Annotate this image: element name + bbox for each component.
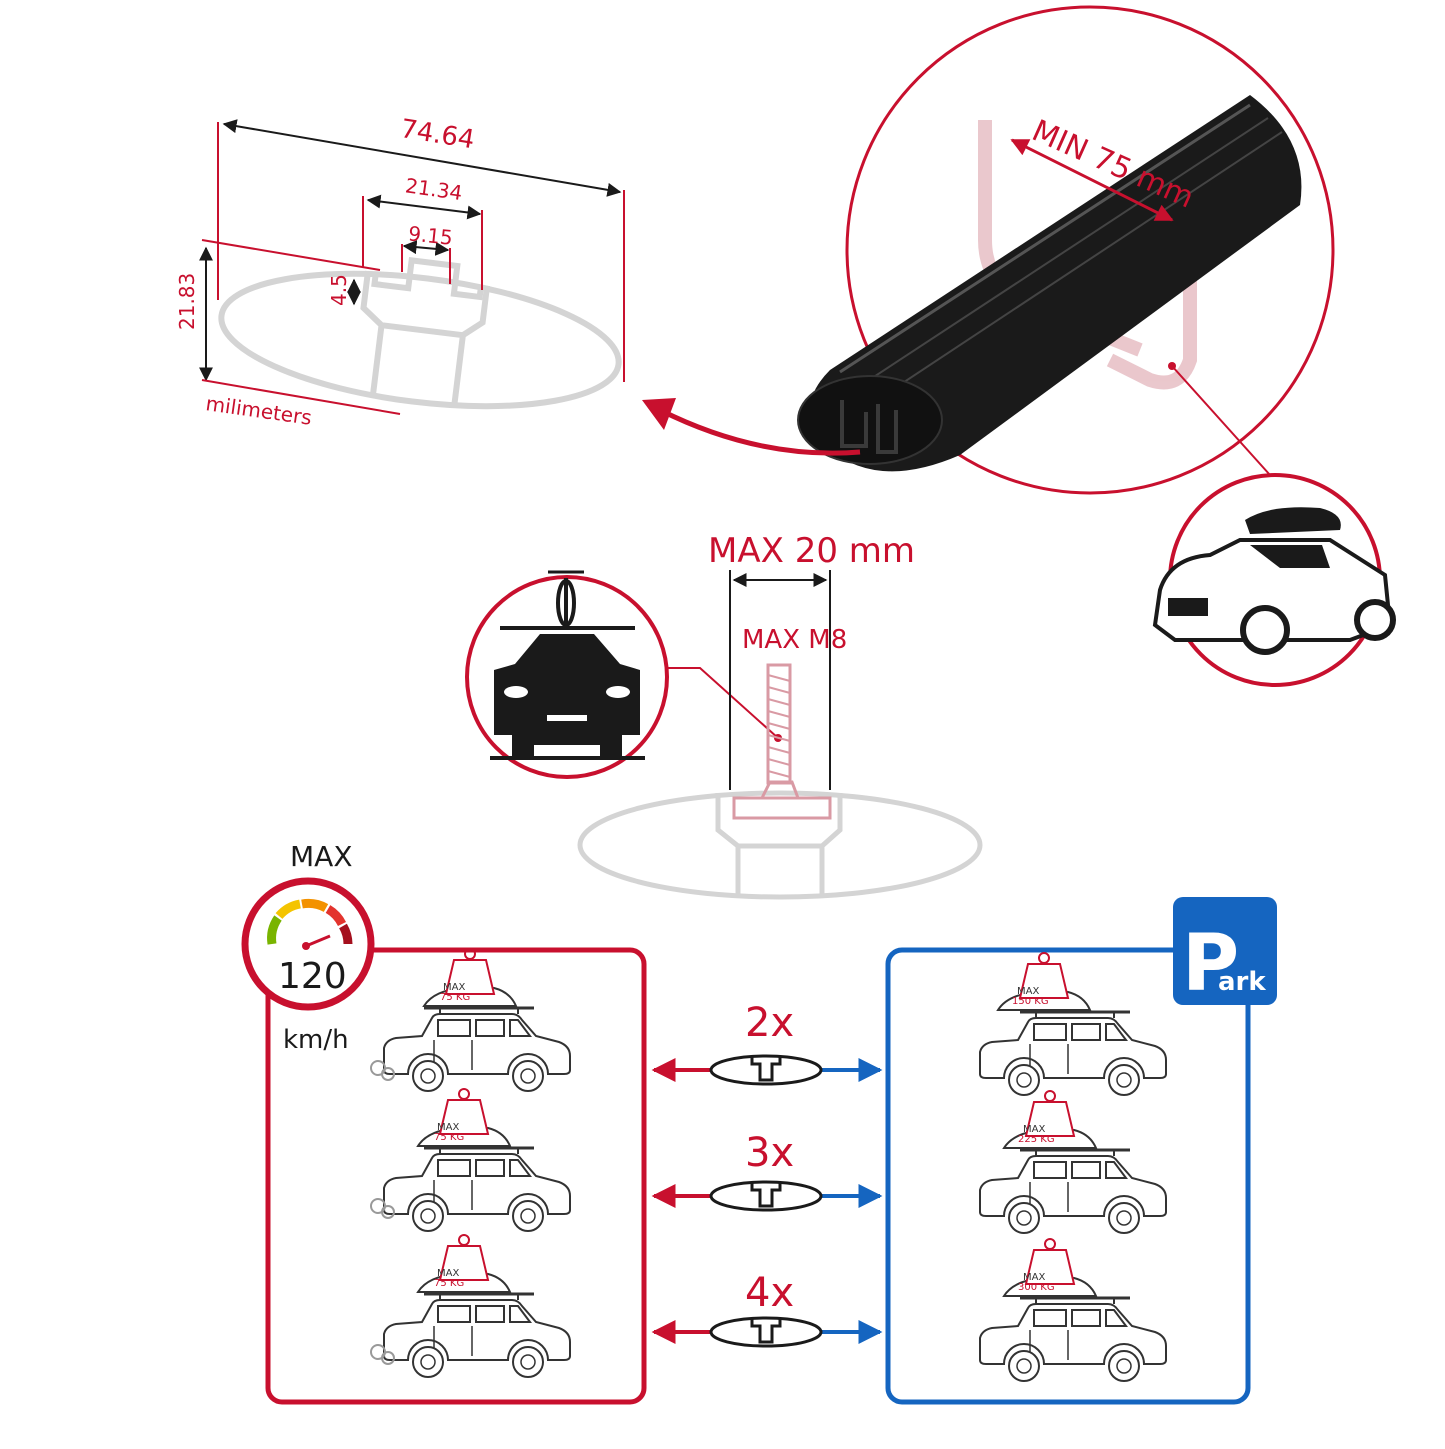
- driving-car-row-1: MAX 75 KG: [382, 948, 572, 1093]
- park-badge: P ark: [1173, 897, 1277, 1009]
- parked-car-row-2: MAX 225 KG: [978, 1090, 1168, 1235]
- profile-slot-outer-label: 21.34: [404, 173, 464, 205]
- profile-width-label: 74.64: [398, 114, 476, 155]
- speed-max-label: MAX: [290, 840, 353, 873]
- driving-car-row-3: MAX 75 KG: [382, 1234, 572, 1379]
- park-suffix: ark: [1218, 967, 1266, 997]
- park-letter: P: [1182, 919, 1239, 1009]
- roof-bar-illustration: [797, 95, 1302, 472]
- svg-text:MAX: MAX: [443, 982, 465, 993]
- driving-weight-3: 75 KG: [434, 1278, 464, 1289]
- bar-count-row-2: 3x: [651, 1130, 883, 1212]
- svg-text:MAX: MAX: [1023, 1272, 1045, 1283]
- driving-load-panel: [265, 947, 647, 1405]
- bike-carrier-circle: [465, 570, 669, 779]
- svg-text:MAX: MAX: [1017, 986, 1039, 997]
- suv-roof-box-circle: [1152, 473, 1396, 687]
- profile-slot-depth-label: 4.5: [327, 274, 351, 306]
- bar-count-2x: 2x: [745, 1000, 794, 1046]
- bolt-max-thread-label: MAX M8: [742, 625, 847, 655]
- bar-count-4x: 4x: [745, 1270, 794, 1316]
- driving-car-row-2: MAX 75 KG: [382, 1088, 572, 1233]
- parked-car-row-1: MAX 150 KG: [978, 952, 1168, 1097]
- bar-count-row-3: 4x: [651, 1270, 883, 1348]
- profile-pointer-arrow: [658, 407, 861, 456]
- profile-slot-inner-label: 9.15: [407, 221, 454, 250]
- speed-value: 120: [278, 956, 347, 997]
- bolt-max-width-label: MAX 20 mm: [708, 531, 915, 571]
- parked-weight-1: 150 KG: [1012, 996, 1049, 1007]
- bar-count-row-1: 2x: [651, 1000, 883, 1086]
- parked-car-row-3: MAX 300 KG: [978, 1238, 1168, 1383]
- svg-text:MAX: MAX: [1023, 1124, 1045, 1135]
- parked-weight-3: 300 KG: [1018, 1282, 1055, 1293]
- driving-weight-1: 75 KG: [440, 992, 470, 1003]
- profile-height-label: 21.83: [175, 273, 199, 330]
- svg-text:MAX: MAX: [437, 1268, 459, 1279]
- bar-count-3x: 3x: [745, 1130, 794, 1176]
- tbolt-drawing: MAX 20 mm MAX M8: [577, 531, 983, 900]
- parked-weight-2: 225 KG: [1018, 1134, 1055, 1145]
- driving-weight-2: 75 KG: [434, 1132, 464, 1143]
- speed-badge: MAX 120 km/h: [241, 840, 375, 1055]
- speed-unit: km/h: [283, 1025, 349, 1055]
- bar-detail-circle: MIN 75 mm: [797, 5, 1335, 495]
- profile-drawing: 74.64 21.34 9.15 4.5 21.83 milimeters: [175, 114, 625, 430]
- svg-text:MAX: MAX: [437, 1122, 459, 1133]
- parked-load-panel: [885, 947, 1251, 1405]
